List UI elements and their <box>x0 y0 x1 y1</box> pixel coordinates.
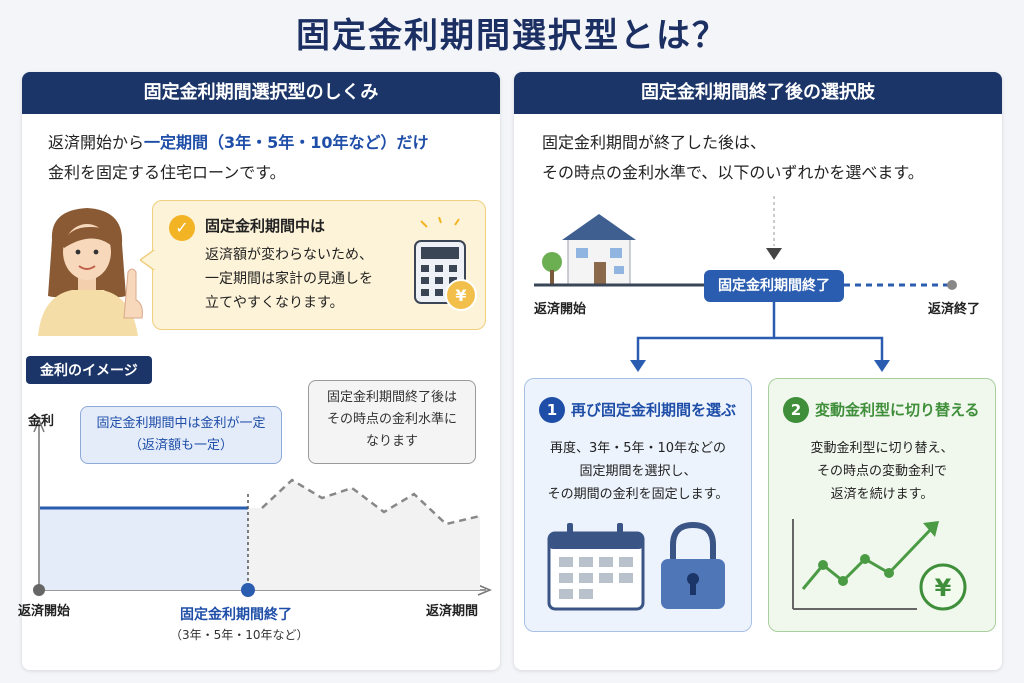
calendar-icon <box>547 523 645 611</box>
option-title-1: 再び固定金利期間を選ぶ <box>571 401 737 419</box>
fixed-callout-line-2: （返済額も一定） <box>128 438 233 453</box>
after-callout-line-3: なります <box>365 434 418 449</box>
intro-prefix: 返済開始から <box>48 133 145 152</box>
x-axis-mid-sublabel: （3年・5年・10年など） <box>170 628 309 642</box>
house-icon <box>542 214 636 285</box>
down-marker-icon <box>766 248 782 260</box>
x-axis-start-label: 返済開始 <box>18 604 71 619</box>
option-2-line-1: 変動金利型に切り替え、 <box>810 441 954 456</box>
after-period-callout: 固定金利期間終了後は その時点の金利水準に なります <box>308 380 476 464</box>
graph-tag: 金利のイメージ <box>26 356 152 384</box>
calendar-lock-illustration <box>547 521 725 611</box>
arrow-down-right-icon <box>874 360 890 372</box>
timeline-end-label: 返済終了 <box>928 302 981 317</box>
left-intro: 返済開始から一定期間（3年・5年・10年など）だけ 金利を固定する住宅ローンです… <box>48 128 429 188</box>
option-number-2: 2 <box>783 397 809 423</box>
fixed-period-end-box: 固定金利期間終了 <box>704 270 844 302</box>
variable-rate-line <box>261 478 481 526</box>
intro-highlight: 一定期間（3年・5年・10年など）だけ <box>144 133 429 152</box>
right-intro-line-1: 固定金利期間が終了した後は、 <box>542 133 767 152</box>
bubble-line-1: 返済額が変わらないため、 <box>205 247 373 263</box>
option-card-variable: 2 変動金利型に切り替える 変動金利型に切り替え、 その時点の変動金利で 返済を… <box>768 378 996 632</box>
calculator-icon: ¥ <box>414 217 477 311</box>
x-axis-mid-label: 固定金利期間終了 <box>180 607 292 623</box>
trend-line <box>801 525 935 590</box>
x-axis-end-label: 返済期間 <box>426 604 479 619</box>
start-dot <box>33 584 45 596</box>
left-panel-header: 固定金利期間選択型のしくみ <box>22 72 500 114</box>
right-panel: 固定金利期間終了後の選択肢 固定金利期間が終了した後は、 その時点の金利水準で、… <box>514 72 1002 670</box>
option-1-line-1: 再度、3年・5年・10年などの <box>549 441 727 456</box>
after-callout-line-1: 固定金利期間終了後は <box>326 390 457 405</box>
yen-coin-text: ¥ <box>455 286 466 305</box>
timeline-diagram <box>534 196 957 372</box>
bubble-title: 固定金利期間中は <box>205 217 326 235</box>
page-title: 固定金利期間選択型とは？ <box>296 16 728 56</box>
lock-icon <box>661 521 725 609</box>
variable-period-area <box>248 480 480 590</box>
period-end-dot <box>241 583 255 597</box>
option-card-fixed-again: 1 再び固定金利期間を選ぶ 再度、3年・5年・10年などの 固定期間を選択し、 … <box>524 378 752 632</box>
left-panel: 固定金利期間選択型のしくみ 返済開始から一定期間（3年・5年・10年など）だけ … <box>18 72 500 670</box>
option-body-2: 変動金利型に切り替え、 その時点の変動金利で 返済を続けます。 <box>769 437 995 506</box>
arrow-down-left-icon <box>630 360 646 372</box>
option-number-1: 1 <box>539 397 565 423</box>
bubble-body: 返済額が変わらないため、 一定期間は家計の見通しを 立てやすくなります。 <box>205 243 373 315</box>
fixed-period-area <box>40 508 248 590</box>
right-intro: 固定金利期間が終了した後は、 その時点の金利水準で、以下のいずれかを選べます。 <box>542 128 924 188</box>
fixed-rate-callout: 固定金利期間中は金利が一定 （返済額も一定） <box>80 406 282 464</box>
timeline-end-dot <box>947 280 957 290</box>
yen-coin-icon: ¥ <box>919 563 967 611</box>
yen-symbol-text: ¥ <box>935 574 952 602</box>
intro-line2: 金利を固定する住宅ローンです。 <box>48 163 286 182</box>
y-axis-label: 金利 <box>28 414 55 429</box>
right-intro-line-2: その時点の金利水準で、以下のいずれかを選べます。 <box>542 163 924 182</box>
timeline-start-label: 返済開始 <box>534 302 587 317</box>
woman-illustration <box>38 208 143 336</box>
check-icon: ✓ <box>169 215 195 241</box>
option-1-line-2: 固定期間を選択し、 <box>579 464 697 479</box>
option-title-2: 変動金利型に切り替える <box>815 401 980 419</box>
rate-graph <box>33 418 492 597</box>
trend-arrow-icon <box>923 521 939 537</box>
after-callout-line-2: その時点の金利水準に <box>326 412 457 427</box>
right-panel-header: 固定金利期間終了後の選択肢 <box>514 72 1002 114</box>
option-1-line-3: その期間の金利を固定します。 <box>547 487 729 502</box>
option-2-line-2: その時点の変動金利で <box>816 464 947 479</box>
bubble-line-3: 立てやすくなります。 <box>205 295 344 311</box>
option-body-1: 再度、3年・5年・10年などの 固定期間を選択し、 その期間の金利を固定します。 <box>525 437 751 506</box>
fixed-benefit-bubble: ✓ 固定金利期間中は 返済額が変わらないため、 一定期間は家計の見通しを 立てや… <box>152 200 486 330</box>
option-2-line-3: 返済を続けます。 <box>830 487 934 502</box>
bubble-pointer <box>140 250 156 270</box>
trend-chart-illustration: ¥ <box>792 519 967 611</box>
bubble-line-2: 一定期間は家計の見通しを <box>205 271 373 287</box>
fixed-callout-line-1: 固定金利期間中は金利が一定 <box>96 416 266 431</box>
